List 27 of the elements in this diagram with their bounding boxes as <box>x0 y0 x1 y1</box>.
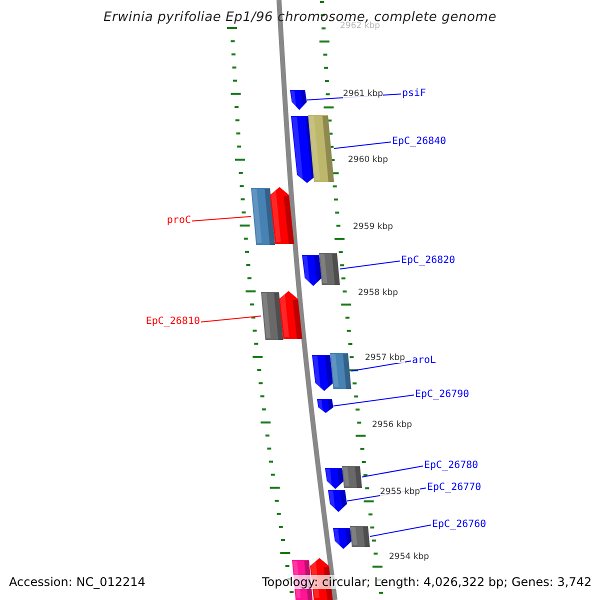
tick-label: 2962 kbp <box>340 21 380 31</box>
leader-line <box>361 466 424 478</box>
gene-label: psiF <box>402 88 426 100</box>
gene-label: EpC_26820 <box>401 255 456 267</box>
tick-label: 2959 kbp <box>353 222 394 232</box>
tick-label: 2958 kbp <box>358 288 398 298</box>
leader-line <box>192 216 252 222</box>
leader-line <box>350 360 412 372</box>
leader-line <box>339 260 400 270</box>
tick-label: 2960 kbp <box>348 155 388 165</box>
gene-label: EpC_26780 <box>424 460 478 472</box>
gene-label: proC <box>166 215 191 227</box>
gene-label: EpC_26840 <box>392 136 446 148</box>
gene-label: aroL <box>412 355 436 367</box>
gene-label: EpC_26810 <box>146 316 200 328</box>
leader-line <box>200 316 262 322</box>
tick-label: 2956 kbp <box>372 420 412 430</box>
leader-line <box>334 142 392 149</box>
gene-label: EpC_26770 <box>427 482 482 494</box>
gene-label: EpC_26790 <box>415 389 470 401</box>
leader-line <box>332 394 414 406</box>
footer-text: Accession: NC_012214 <box>9 575 146 589</box>
tick-label: 2961 kbp <box>343 89 384 99</box>
tick-label: 2954 kbp <box>389 552 430 562</box>
tick-label: 2955 kbp <box>380 487 420 497</box>
tick-label: 2957 kbp <box>365 353 406 363</box>
gene-label: EpC_26760 <box>432 519 486 531</box>
